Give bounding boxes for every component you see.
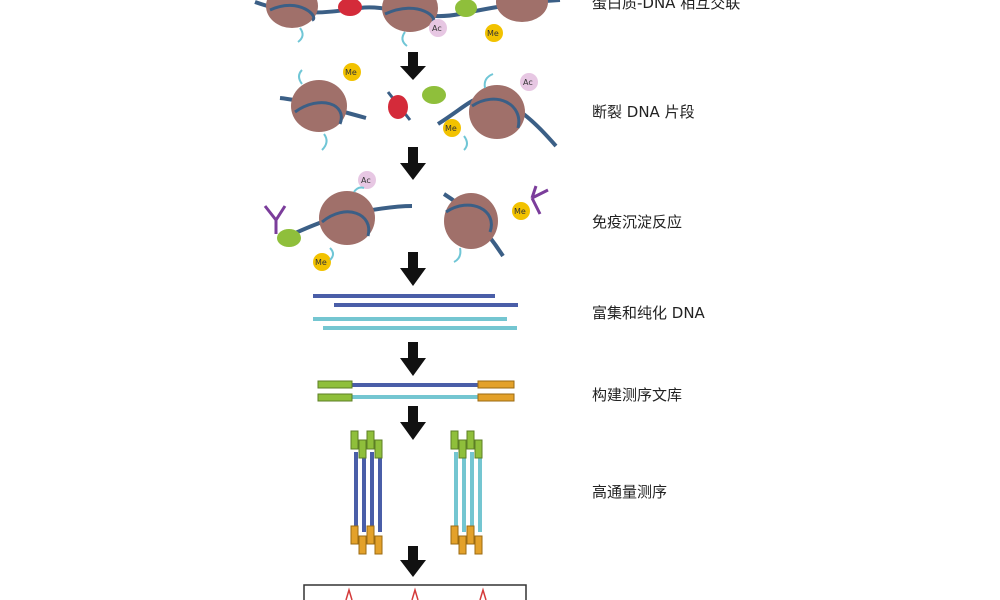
dna-binding-protein-green-icon [422,86,446,104]
antibody-icon [530,185,549,215]
methyl-mark-label: Me [514,207,526,216]
dna-binding-protein-green-icon [277,229,301,247]
step-label-immunoprecipitation: 免疫沉淀反应 [592,213,683,231]
peak-plot [303,584,527,600]
step-label-library: 构建测序文库 [592,386,683,404]
signal-peak [479,587,487,600]
dna-fragment [323,326,517,330]
purified-dna-fragments [313,294,518,330]
signal-peak [345,587,353,600]
dna-binding-protein-red-icon [338,0,362,16]
down-arrow-icon [400,546,426,577]
dna-binding-protein-green-icon [455,0,477,17]
nucleosome-icon [382,0,438,32]
step-label-sequencing: 高通量测序 [592,483,668,501]
acetyl-mark-icon [520,73,538,91]
methyl-mark-icon [485,24,503,42]
cluster-cyan [450,430,483,555]
acetyl-mark-icon [358,171,376,189]
step-label-crosslink: 蛋白质-DNA 相互交联 [592,0,741,12]
immunoprecipitation-complexes: Ac Me Me [263,171,549,271]
down-arrow-icon [400,147,426,180]
methyl-mark-icon [443,119,461,137]
library-insert [318,383,514,387]
adapter-orange [477,380,515,389]
sheared-dna-fragments: Me Ac Me [279,63,558,151]
dna-fragment [334,303,518,307]
crosslinked-chromatin: Ac Me [254,0,561,47]
nucleosome-icon [291,80,347,132]
acetyl-mark-icon [429,19,447,37]
sequencing-library [317,380,515,402]
signal-peak [411,587,419,600]
methyl-mark-label: Me [487,29,499,38]
adapter-orange [477,393,515,402]
dna-fragment [313,317,507,321]
down-arrow-icon [400,342,426,376]
down-arrow-icon [400,406,426,440]
methyl-mark-icon [313,253,331,271]
nucleosome-icon [319,191,375,245]
methyl-mark-icon [512,202,530,220]
down-arrow-icon [400,252,426,286]
acetyl-mark-label: Ac [361,176,371,185]
adapter-green [317,393,353,402]
methyl-mark-label: Me [345,68,357,77]
cluster-navy [350,430,383,555]
step-label-fragment: 断裂 DNA 片段 [592,103,695,121]
acetyl-mark-label: Ac [523,78,533,87]
nucleosome-icon [496,0,548,22]
adapter-green [317,380,353,389]
down-arrow-icon [400,52,426,80]
dna-fragment [313,294,495,298]
step-label-purification: 富集和纯化 DNA [592,304,705,322]
dna-binding-protein-red-icon [388,95,408,119]
acetyl-mark-label: Ac [432,24,442,33]
methyl-mark-label: Me [315,258,327,267]
library-insert [318,395,514,399]
antibody-icon [263,205,287,234]
nucleosome-icon [469,85,525,139]
methyl-mark-label: Me [445,124,457,133]
methyl-mark-icon [343,63,361,81]
